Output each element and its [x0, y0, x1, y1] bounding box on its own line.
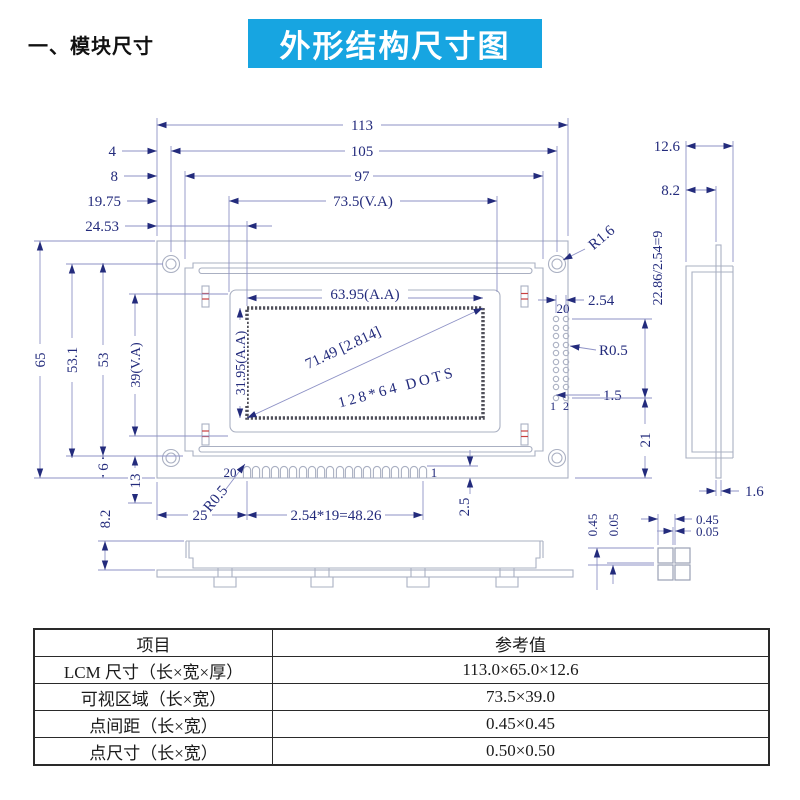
row-value: 113.0×65.0×12.6	[272, 656, 770, 684]
mount-hole	[161, 254, 181, 274]
bottom-pads	[242, 465, 428, 479]
section-title: 一、模块尺寸	[28, 36, 154, 58]
dim-2286: 22.86/2.54=9	[651, 231, 666, 306]
dim-254: 2.54	[588, 293, 615, 309]
registration-marks	[201, 285, 529, 446]
dim-15: 1.5	[603, 388, 622, 404]
dim-r05-right: R0.5	[599, 343, 628, 359]
dim-105: 105	[351, 144, 374, 160]
dim-aa-height: 31.95(A.A)	[234, 330, 249, 395]
side-pcb	[715, 244, 722, 479]
mount-hole	[547, 254, 567, 274]
table-row: 可视区域（长×宽） 73.5×39.0	[33, 683, 770, 711]
mount-tabs	[213, 568, 519, 588]
dim-aa-width: 63.95(A.A)	[330, 287, 399, 303]
dim-531: 53.1	[65, 347, 81, 373]
pin-label-2: 2	[563, 399, 569, 413]
table-row: 点尺寸（长×宽） 0.50×0.50	[33, 737, 770, 766]
dot-pitch-detail: 0.45 0.05 0.45 0.05	[585, 512, 719, 590]
mount-hole	[547, 448, 567, 468]
dim-39va: 39(V.A)	[129, 342, 144, 388]
table-row: 点间距（长×宽） 0.45×0.45	[33, 710, 770, 738]
dim-045h: 0.45	[696, 512, 719, 527]
dim-005v: 0.05	[606, 514, 621, 537]
spec-table: 项目 参考值 LCM 尺寸（长×宽×厚） 113.0×65.0×12.6 可视区…	[33, 628, 770, 766]
dim-126: 12.6	[654, 139, 681, 155]
banner-title: 外形结构尺寸图	[279, 29, 511, 64]
side-view: 12.6 8.2 1.6	[654, 139, 765, 500]
dim-1975: 19.75	[87, 194, 121, 210]
bezel-outline	[184, 262, 544, 457]
dim-82-side: 8.2	[661, 183, 680, 199]
dim-82-bottom: 8.2	[98, 510, 114, 529]
bottom-pin-dimensions: 25 2.54*19=48.26 R0.5 2.5	[156, 450, 478, 524]
dim-2453: 24.53	[85, 219, 119, 235]
front-view: 128*64 DOTS 71.49 [2.814] 63.95(A.A) 31.…	[156, 240, 570, 480]
pin-label-1: 1	[550, 399, 556, 413]
pin-array	[552, 315, 570, 402]
dim-6: 6	[96, 463, 112, 471]
pad-label-1: 1	[431, 465, 438, 480]
table-header-row: 项目 参考值	[33, 628, 770, 657]
dim-16: 1.6	[745, 484, 764, 500]
bezel-slot-bottom	[198, 445, 533, 453]
dim-r16: R1.6	[586, 222, 619, 253]
pad-label-20: 20	[224, 465, 237, 480]
dim-4826: 2.54*19=48.26	[291, 508, 382, 524]
row-label: 点尺寸（长×宽）	[33, 737, 273, 766]
table-header-value: 参考值	[272, 628, 770, 657]
dim-25: 25	[193, 508, 208, 524]
dim-8: 8	[111, 169, 119, 185]
row-label: LCM 尺寸（长×宽×厚）	[33, 656, 273, 684]
table-row: LCM 尺寸（长×宽×厚） 113.0×65.0×12.6	[33, 656, 770, 684]
dim-13: 13	[128, 474, 144, 489]
dim-4: 4	[109, 144, 117, 160]
dim-65: 65	[33, 353, 49, 368]
top-dimensions: 113 105 4 97 8 73.5(V.A) 19.75 24.53	[85, 118, 569, 306]
dim-045v: 0.45	[585, 514, 600, 537]
dim-113: 113	[351, 118, 373, 134]
dim-21: 21	[638, 433, 654, 448]
banner: 外形结构尺寸图	[248, 19, 542, 68]
row-value: 0.45×0.45	[272, 710, 770, 738]
dimension-drawing: 128*64 DOTS 71.49 [2.814] 63.95(A.A) 31.…	[33, 118, 765, 590]
dim-735va: 73.5(V.A)	[333, 194, 393, 210]
row-label: 点间距（长×宽）	[33, 710, 273, 738]
dim-25v: 2.5	[457, 498, 473, 517]
row-label: 可视区域（长×宽）	[33, 683, 273, 711]
dim-53: 53	[96, 353, 112, 368]
mount-hole	[161, 448, 181, 468]
bottom-view: 8.2	[98, 510, 574, 588]
table-header-item: 项目	[33, 628, 273, 657]
right-pin-dimensions: 2.54 R0.5 1.5 22.86/2.54=9 21 R1.6	[538, 222, 666, 479]
bezel-slot-top	[198, 267, 533, 275]
dim-97: 97	[355, 169, 371, 185]
dim-005h: 0.05	[696, 524, 719, 539]
pin-label-20: 20	[557, 301, 570, 316]
left-dimensions: 65 53.1 53 39(V.A) 6 13	[33, 240, 228, 504]
row-value: 0.50×0.50	[272, 737, 770, 766]
row-value: 73.5×39.0	[272, 683, 770, 711]
